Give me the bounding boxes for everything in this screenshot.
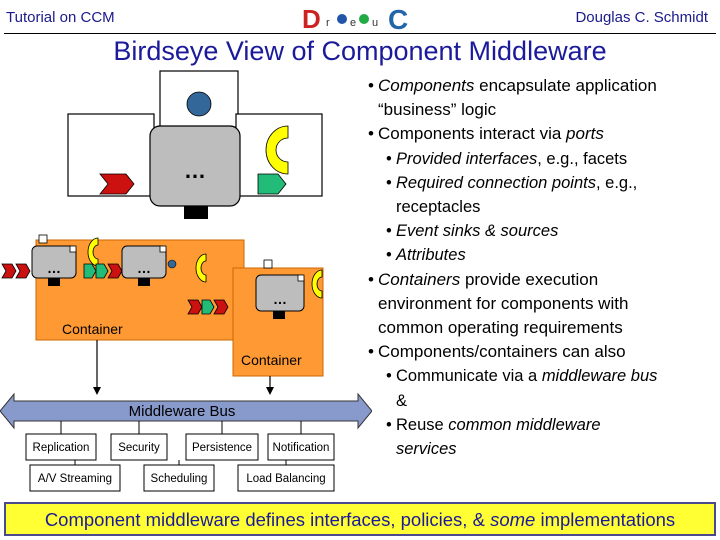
service-scheduling-label: Scheduling: [151, 473, 208, 485]
bullet-components-encapsulate: Components encapsulate application: [368, 74, 720, 98]
receptacle-icon-b: [107, 263, 123, 279]
bullet-text: Containers: [378, 269, 461, 289]
bullet-components-interact: Components interact via ports: [368, 122, 720, 146]
bullet-continuation: &: [396, 391, 408, 410]
footer-text: Component middleware defines interfaces,…: [6, 509, 714, 531]
footer-text-part: Component middleware defines interfaces,…: [44, 509, 491, 530]
facet-icon-c: [311, 269, 323, 299]
attr-box-a: [38, 234, 48, 244]
bullet-text: Components interact via: [378, 124, 567, 144]
facet-icon-1: [265, 125, 289, 175]
attribute-icon-b: [167, 259, 177, 269]
bullet-text: encapsulate application: [474, 76, 657, 95]
service-replication-label: Replication: [33, 442, 90, 454]
doc-group-logo: D r e u C: [302, 4, 408, 35]
middleware-bus-label: Middleware Bus: [129, 403, 236, 420]
service-notification-label: Notification: [273, 442, 330, 454]
footer-text-part: implementations: [535, 509, 676, 530]
bullet-text: common middleware: [448, 415, 601, 434]
small-component-c-ellipsis: …: [273, 291, 287, 307]
small-component-b-corner: [159, 245, 167, 253]
bullet-continuation: receptacles: [396, 198, 481, 217]
bullet-containers: Containers provide execution: [368, 268, 720, 292]
small-component-a-ellipsis: …: [47, 260, 61, 276]
logo-letter-d: D: [302, 4, 321, 34]
middleware-bus-arrow: [0, 392, 372, 430]
bullet-text: ports: [566, 124, 604, 144]
small-component-a-port: [48, 278, 60, 286]
event-sink-icon-c: [201, 299, 215, 315]
footer-callout: Component middleware defines interfaces,…: [4, 502, 716, 536]
footer-text-part: some: [490, 509, 536, 530]
receptacle-icon-a: [1, 263, 17, 279]
service-load-balancing-label: Load Balancing: [246, 473, 325, 485]
bullet-reuse: Reuse common middleware: [386, 413, 720, 437]
left-container-label: Container: [62, 321, 123, 337]
attribute-icon-1: [186, 91, 212, 117]
event-sink-icon-a: [83, 263, 97, 279]
logo-letter-u: u: [372, 17, 378, 29]
bullet-text: Attributes: [396, 246, 466, 265]
bullet-text: Components/containers can also: [378, 342, 626, 362]
logo-dot-2: [359, 14, 369, 24]
bullet-text: provide execution: [460, 269, 599, 289]
service-security-label: Security: [118, 442, 160, 454]
small-component-a-corner: [69, 245, 77, 253]
bullet-continuation: services: [396, 440, 457, 459]
bullet-text: Required connection points: [396, 173, 596, 192]
event-sink-icon-b: [95, 263, 109, 279]
bullet-text: middleware bus: [541, 367, 658, 386]
event-sink-icon-1: [257, 173, 287, 195]
bullet-text: Provided interfaces: [396, 149, 538, 168]
small-component-b-ellipsis: …: [137, 260, 151, 276]
bullet-text: Communicate via a: [396, 367, 542, 386]
bullet-continuation: common operating requirements: [378, 318, 623, 338]
receptacle-icon-1: [99, 173, 135, 195]
bullet-continuation: “business” logic: [378, 100, 497, 120]
main-component-ellipsis: …: [184, 158, 206, 183]
logo-letter-e: e: [350, 17, 356, 29]
bullet-text: Components: [378, 76, 475, 95]
receptacle-icon-c2: [213, 299, 229, 315]
logo-dot-1: [337, 14, 347, 24]
bullet-attributes: Attributes: [386, 243, 720, 267]
bullet-text: , e.g.,: [595, 173, 638, 192]
bullet-event-sinks: Event sinks & sources: [386, 219, 720, 243]
service-notification: [267, 433, 335, 461]
bullet-text: Reuse: [396, 415, 449, 434]
service-security: [110, 433, 168, 461]
facet-icon-b: [195, 253, 207, 283]
main-component-port: [184, 206, 208, 219]
receptacle-icon-c: [187, 299, 203, 315]
header-right-text: Douglas C. Schmidt: [575, 9, 708, 26]
small-component-b-port: [138, 278, 150, 286]
header-rule: [4, 33, 716, 34]
bullet-text: Event sinks & sources: [396, 222, 559, 241]
service-replication: [25, 433, 97, 461]
bullet-provided-interfaces: Provided interfaces, e.g., facets: [386, 147, 720, 171]
logo-letter-c: C: [388, 4, 408, 35]
bullet-components-containers: Components/containers can also: [368, 340, 720, 364]
service-scheduling: [143, 464, 215, 492]
service-persistence-label: Persistence: [192, 442, 252, 454]
bullet-text: , e.g., facets: [537, 149, 628, 168]
service-load-balancing: [237, 464, 335, 492]
right-container-label: Container: [241, 352, 302, 368]
service-av-streaming-label: A/V Streaming: [38, 473, 112, 485]
slide-title: Birdseye View of Component Middleware: [113, 36, 607, 66]
bullet-continuation: environment for components with: [378, 293, 629, 313]
component-middleware-diagram: Middleware Bus Container Container … … ……: [0, 70, 372, 492]
logo-letter-r: r: [326, 17, 330, 29]
bullet-communicate: Communicate via a middleware bus: [386, 364, 720, 388]
bullet-required-connection-points: Required connection points, e.g.,: [386, 171, 720, 195]
small-component-c-corner: [297, 274, 305, 282]
small-component-c-port: [273, 311, 285, 319]
header-left-text: Tutorial on CCM: [6, 9, 115, 26]
receptacle-icon-a2: [15, 263, 31, 279]
bullet-list: Components encapsulate application “busi…: [368, 74, 720, 461]
attr-box-c: [263, 259, 273, 269]
left-container-bus-arrowhead: [93, 387, 101, 395]
right-container-bus-arrowhead: [266, 387, 274, 395]
